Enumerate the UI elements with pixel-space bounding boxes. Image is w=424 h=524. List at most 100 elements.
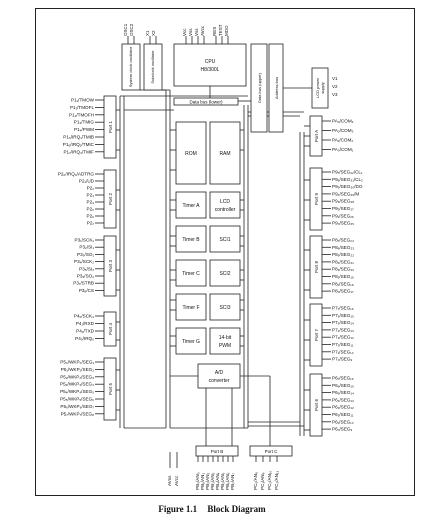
port-7-label: Port 7 [314,329,319,342]
pin-right-port6-0: P6₇/SEG₁₆ [332,376,354,381]
pin-right-port6-6: P6₁/SEG₁₀ [332,419,354,424]
rom-label: ROM [185,151,197,157]
pin-right-port7-4: P7₃/SEG₁₂ [332,335,354,340]
pin-left-port3-7: P3₈/CS [79,288,94,293]
pin-vss-2: Vss [194,28,199,36]
figure-caption: Figure 1.1 Block Diagram [0,504,424,514]
ram-label: RAM [219,151,230,157]
address-bus-label: Address bus [274,77,279,99]
port-a-box [309,115,323,157]
pin-right-port6-7: P6₀/SEG₉ [332,427,353,432]
pin-mdo: MDO [224,25,229,36]
lcd-controller-block [209,191,241,219]
pin-left-port1-1: P1₁/TMOFL [70,105,94,110]
pin-bottom-portc-1: PC₁/AN₉ [260,472,265,490]
lcd-v-labels: V1 V2 V3 [332,76,338,97]
sci1-block [209,225,241,253]
pin-left-port1-6: P1₆/IRQ₂/TMIC [63,142,95,147]
lcd-label-1: LCD [220,199,230,205]
top-pin-labels: OSC1 OSC2 X1 X2 Vcc Vss Vss AVcc RES TES… [123,23,229,36]
pin-right-port9-0: P9₇/SEG₃₂/CL₁ [332,170,363,175]
pin-bottom-avss-0: AVss [167,475,172,486]
timer-f-label: Timer F [182,305,199,311]
pin-bottom-portb-7: PB₇/AN₇ [230,473,235,490]
pin-bottom-portb-2: PB₂/AN₂ [205,472,210,490]
lcd-v3: V3 [332,92,338,97]
pin-left-port5-1: P5₁/WKP₁/SEG₂ [61,367,94,372]
pin-right-port6-1: P6₆/SEG₁₅ [332,383,354,388]
lcd-v2: V2 [332,84,338,89]
port-4-box [103,311,117,347]
pin-right-porta-1: PA₂/COM₃ [332,128,354,133]
ram-block [209,121,241,185]
pin-right-port9-3: P9₄/SEG₂₉/M [332,191,359,196]
port-5-box [103,357,117,421]
pwm-block [209,327,241,355]
timer-f-block [175,293,207,321]
pin-right-port8-6: P8₁/SEG₁₈ [332,281,354,286]
pin-right-port8-5: P8₂/SEG₁₉ [332,274,354,279]
pin-left-port5-0: P5₀/WKP₀/SEG₁ [60,360,94,365]
pin-right-porta-2: PA₁/COM₂ [332,138,353,143]
pin-left-port1-2: P1₂/TMOFH [69,112,94,117]
pin-right-port6-4: P6₃/SEG₁₂ [332,405,354,410]
pin-right-port8-0: P8₇/SEG₂₄ [332,238,354,243]
cpu-model-label: H8/300L [201,67,220,73]
pin-left-port3-0: P3₁/SCK₁ [75,238,95,243]
pin-right-port7-0: P7₇/SEG₁₆ [332,306,354,311]
figure-number: Figure 1.1 [158,504,198,514]
pin-labels: P1₁/TMOWP1₁/TMOFLP1₂/TMOFHP1₃/TMIGP1₄/PW… [58,98,363,491]
timer-g-block [175,327,207,355]
pin-right-port9-6: P9₁/SEG₂₆ [332,213,354,218]
pin-right-port7-6: P7₁/SEG₁₀ [332,349,354,354]
pin-bottom-portb-5: PB₅/AN₅ [220,472,225,490]
pin-right-port8-2: P8₅/SEG₂₂ [332,252,354,257]
pin-left-port3-1: P3₂/SI₁ [79,245,94,250]
pin-left-port4-1: P4₁/RXD [76,321,95,326]
pin-left-port2-5: P2₅ [87,207,95,212]
port-6-label: Port 6 [314,399,319,412]
port-9-box [309,167,323,231]
pin-left-port4-0: P4₀/SCK₃ [74,314,94,319]
pin-vss-1: Vss [188,28,193,36]
port-4-label: Port 4 [108,323,113,336]
pin-test: TEST [218,24,223,36]
pin-left-port2-6: P2₆ [87,214,95,219]
pin-left-port2-2: P2₂ [87,186,95,191]
pin-right-port7-1: P7₆/SEG₁₅ [332,313,354,318]
databus-lower [173,97,239,106]
port-8-label: Port 8 [314,261,319,274]
pin-osc1: OSC1 [123,23,128,36]
pin-right-port6-3: P6₄/SEG₁₃ [332,397,354,402]
pin-right-port7-3: P7₄/SEG₁₃ [332,327,354,332]
adc-label-2: converter [209,378,230,384]
port-a-label: Port A [314,130,319,142]
pin-right-porta-3: PA₀/COM₁ [332,147,354,152]
pin-right-port7-2: P7₅/SEG₁₄ [332,320,354,325]
port-1-label: Port 1 [108,121,113,134]
port-8-box [309,235,323,299]
pin-bottom-portc-3: PC₃/AN₁₁ [274,471,279,490]
lcd-label-2: controller [215,207,236,213]
sci1-label: SCI1 [219,237,230,243]
pin-left-port5-5: P5₅/WKP₅/SEG₆ [60,397,94,402]
port-b-label: Port B [211,449,224,454]
port-3-label: Port 3 [108,260,113,273]
pin-left-port1-3: P1₃/TMIG [74,120,95,125]
pin-left-port3-5: P3₆/SO₂ [77,274,94,279]
pin-right-port7-5: P7₂/SEG₁₁ [332,342,354,347]
pin-left-port2-4: P2₄ [87,200,95,205]
timer-c-label: Timer C [182,271,200,277]
lcd-power-label-1: LCD power [315,77,320,98]
adc-label-1: A/D [215,370,224,376]
sci2-block [209,259,241,287]
pin-left-port3-6: P3₇/STRB [73,281,94,286]
pin-left-port5-2: P5₂/WKP₂/SEG₃ [60,374,94,379]
pin-x1: X1 [145,30,150,36]
adc-block [197,363,241,389]
port-6-box [309,373,323,437]
address-bus [268,43,284,133]
pwm-label-2: PWM [219,343,231,349]
